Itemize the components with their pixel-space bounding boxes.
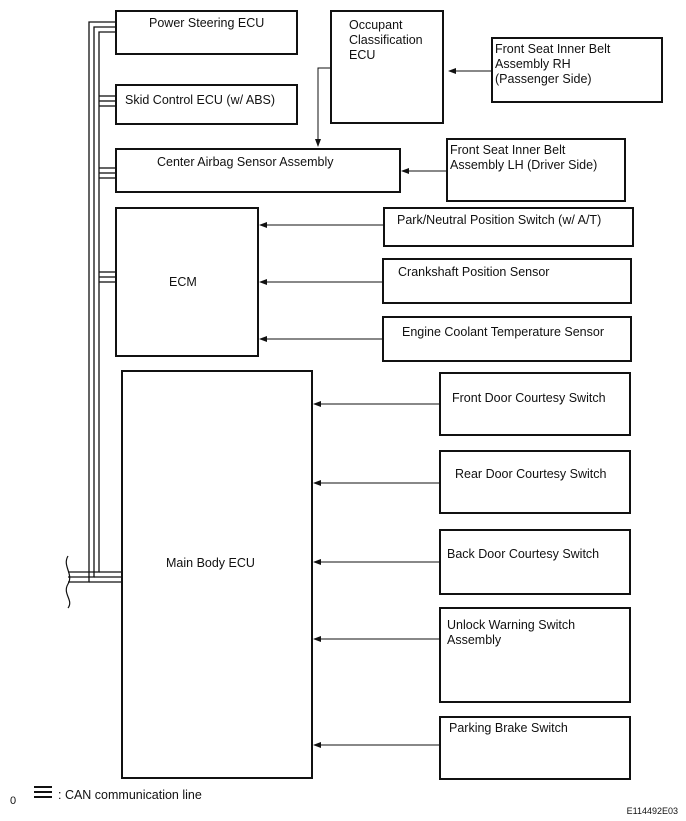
front-seat-belt-lh-label: Front Seat Inner Belt Assembly LH (Drive… [450, 143, 598, 172]
crankshaft-sensor-box: Crankshaft Position Sensor [382, 258, 632, 304]
crankshaft-sensor-label: Crankshaft Position Sensor [398, 265, 550, 279]
legend-zero: 0 [10, 795, 17, 807]
front-seat-belt-lh-box: Front Seat Inner Belt Assembly LH (Drive… [446, 138, 626, 202]
rear-door-courtesy-switch-label: Rear Door Courtesy Switch [455, 467, 607, 481]
skid-control-ecu-label: Skid Control ECU (w/ ABS) [125, 93, 276, 107]
occupant-classification-ecu-label: Occupant Classification ECU [349, 18, 423, 62]
parking-brake-switch-label: Parking Brake Switch [449, 721, 568, 735]
rear-door-courtesy-switch-box: Rear Door Courtesy Switch [439, 450, 631, 514]
unlock-warning-switch-box: Unlock Warning Switch Assembly [439, 607, 631, 703]
ecm-label: ECM [169, 275, 197, 289]
coolant-temp-sensor-box: Engine Coolant Temperature Sensor [382, 316, 632, 362]
front-door-courtesy-switch-box: Front Door Courtesy Switch [439, 372, 631, 436]
main-body-ecu-label: Main Body ECU [166, 556, 255, 570]
coolant-temp-sensor-label: Engine Coolant Temperature Sensor [402, 325, 604, 339]
line-break-symbol [65, 555, 71, 609]
main-body-ecu-box: Main Body ECU [121, 370, 313, 779]
power-steering-ecu-box: Power Steering ECU [115, 10, 298, 55]
front-seat-belt-rh-box: Front Seat Inner Belt Assembly RH (Passe… [491, 37, 663, 103]
ecm-box: ECM [115, 207, 259, 357]
front-seat-belt-rh-label: Front Seat Inner Belt Assembly RH (Passe… [495, 42, 611, 86]
skid-control-ecu-box: Skid Control ECU (w/ ABS) [115, 84, 298, 125]
center-airbag-sensor-box: Center Airbag Sensor Assembly [115, 148, 401, 193]
parking-brake-switch-box: Parking Brake Switch [439, 716, 631, 780]
occupant-classification-ecu-box: Occupant Classification ECU [330, 10, 444, 124]
can-line-legend-icon [34, 786, 52, 798]
back-door-courtesy-switch-box: Back Door Courtesy Switch [439, 529, 631, 595]
unlock-warning-switch-label: Unlock Warning Switch Assembly [447, 618, 576, 647]
power-steering-ecu-label: Power Steering ECU [149, 16, 265, 30]
park-neutral-switch-box: Park/Neutral Position Switch (w/ A/T) [383, 207, 634, 247]
front-door-courtesy-switch-label: Front Door Courtesy Switch [452, 391, 606, 405]
park-neutral-switch-label: Park/Neutral Position Switch (w/ A/T) [397, 213, 602, 227]
signal-arrows [259, 67, 491, 748]
figure-code: E114492E03 [626, 806, 678, 816]
back-door-courtesy-switch-label: Back Door Courtesy Switch [447, 547, 600, 561]
center-airbag-sensor-label: Center Airbag Sensor Assembly [157, 155, 334, 169]
legend-text: : CAN communication line [58, 788, 202, 802]
can-bus-line [68, 21, 121, 583]
